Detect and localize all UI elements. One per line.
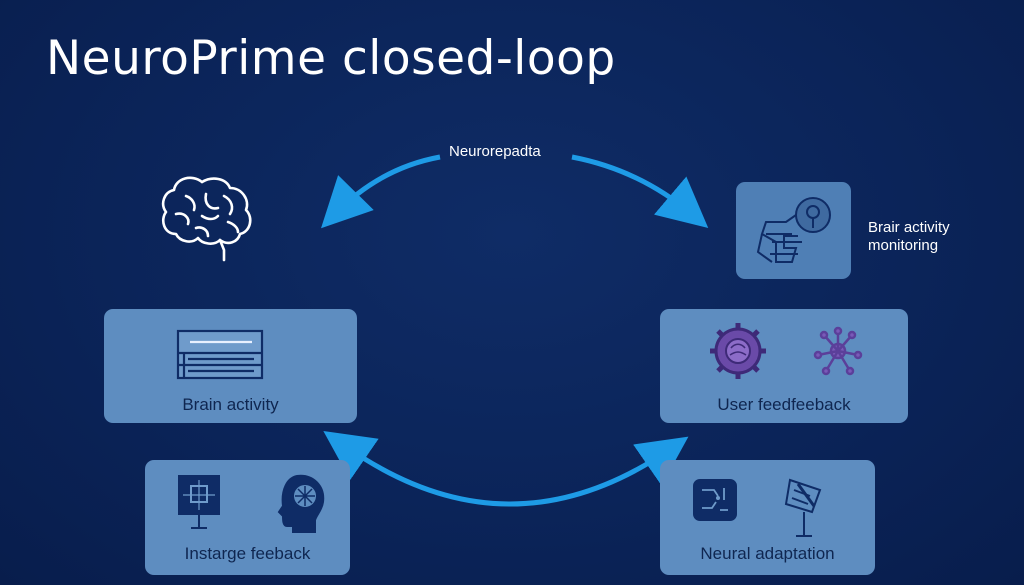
display-list-icon bbox=[176, 329, 264, 380]
flag-pen-icon bbox=[784, 478, 822, 537]
circuit-board-icon bbox=[693, 479, 737, 521]
brain-activity-card: Brain activity bbox=[104, 309, 357, 423]
top-arrow-right bbox=[571, 154, 709, 228]
neural-adaptation-label: Neural adaptation bbox=[700, 544, 835, 563]
user-feedback-card: User feedfeeback bbox=[660, 309, 908, 423]
gear-brain-icon bbox=[710, 323, 766, 379]
monitoring-label-line2: monitoring bbox=[868, 237, 939, 254]
brain-outline-icon bbox=[161, 176, 252, 262]
instant-feedback-icons bbox=[178, 474, 325, 533]
user-feedback-label: User feedfeeback bbox=[717, 395, 851, 414]
instant-feedback-card: Instarge feeback bbox=[145, 460, 350, 575]
user-feedback-icons bbox=[710, 323, 863, 379]
chip-monitor-icon bbox=[178, 475, 220, 529]
head-profile-icon bbox=[277, 474, 325, 533]
neuron-network-icon bbox=[813, 326, 863, 376]
brain-activity-label: Brain activity bbox=[182, 395, 279, 414]
top-arrow-label: Neurorepadta bbox=[449, 143, 541, 160]
instant-feedback-label: Instarge feeback bbox=[184, 544, 311, 563]
neural-adaptation-icons bbox=[693, 478, 822, 537]
monitoring-label-line1: Brair activity bbox=[868, 219, 950, 236]
neural-adaptation-card: Neural adaptation bbox=[660, 460, 875, 575]
magnifier-chart-icon bbox=[756, 197, 831, 263]
monitoring-label: Brair activity monitoring bbox=[868, 219, 950, 255]
bottom-arrow bbox=[323, 430, 689, 507]
top-arrow-left bbox=[321, 154, 441, 229]
page-title: NeuroPrime closed-loop bbox=[46, 31, 616, 86]
monitoring-card bbox=[736, 182, 851, 279]
